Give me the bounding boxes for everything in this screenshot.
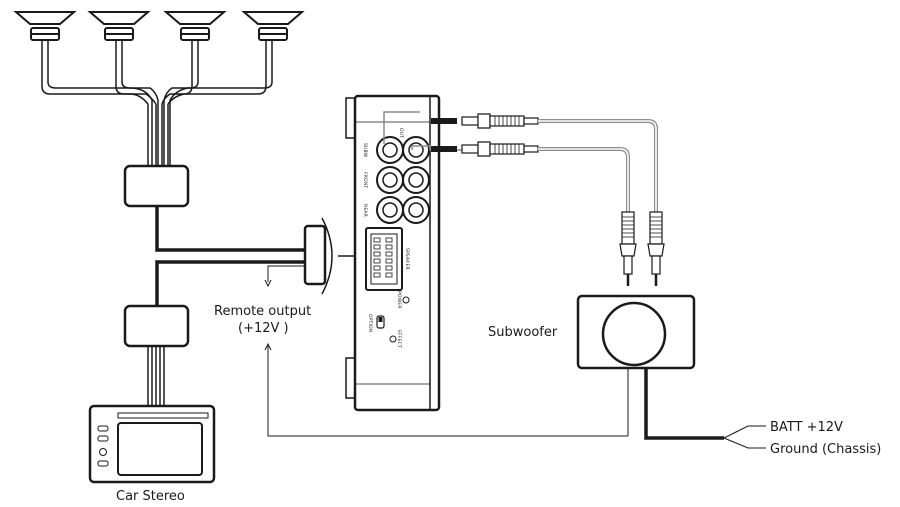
rca-plug-icon <box>619 211 637 286</box>
amp-label-power: POWER <box>396 291 402 309</box>
stereo-wires <box>147 346 165 406</box>
amp-label-subw: SUBW <box>362 143 368 158</box>
amp-label-out: OUT <box>398 128 404 138</box>
amp-label-front: FRONT <box>362 172 368 188</box>
harness-connector-icon <box>123 164 190 208</box>
speaker-icon <box>241 11 305 41</box>
amp-label-option: OPTION <box>367 314 373 332</box>
speaker-icon <box>13 11 77 41</box>
rca-cables-inner <box>538 120 657 212</box>
rca-plug-icon <box>431 113 539 129</box>
rca-cables <box>538 119 658 212</box>
power-led <box>402 296 410 304</box>
amp-label-speaker: SPEAKER <box>404 248 410 270</box>
ground-label: Ground (Chassis) <box>770 442 881 457</box>
sub-power-wire <box>644 368 724 440</box>
speaker-icon <box>163 11 227 41</box>
harness-wire-upper <box>155 206 305 252</box>
amp-label-effect: EFFECT <box>396 330 402 348</box>
speaker-wires <box>41 40 273 166</box>
car-stereo-label: Car Stereo <box>116 489 185 504</box>
rca-plug-icon <box>431 141 539 157</box>
remote-output-arrow <box>267 265 305 282</box>
batt-label: BATT +12V <box>770 420 843 435</box>
effect-knob <box>389 335 397 343</box>
subwoofer-label: Subwoofer <box>488 325 558 340</box>
harness-connector-icon <box>123 304 190 348</box>
remote-output-label: Remote output <box>214 304 311 319</box>
harness-wire-lower <box>155 260 305 306</box>
remote-output-voltage-label: (+12V ) <box>238 321 289 336</box>
amplifier-unit-icon: SUBW FRONT REAR OUT SPEAKER POWER OPTION… <box>345 94 441 412</box>
amp-label-rear: REAR <box>362 204 368 217</box>
car-stereo-head-unit-icon <box>88 404 216 484</box>
rca-plug-icon <box>647 211 665 286</box>
remote-wire <box>267 346 628 437</box>
subwoofer-box-icon <box>576 294 696 370</box>
power-split <box>723 425 766 449</box>
speaker-icon <box>87 11 151 41</box>
amp-input-plug <box>303 224 327 286</box>
plug-bracket <box>321 217 333 295</box>
